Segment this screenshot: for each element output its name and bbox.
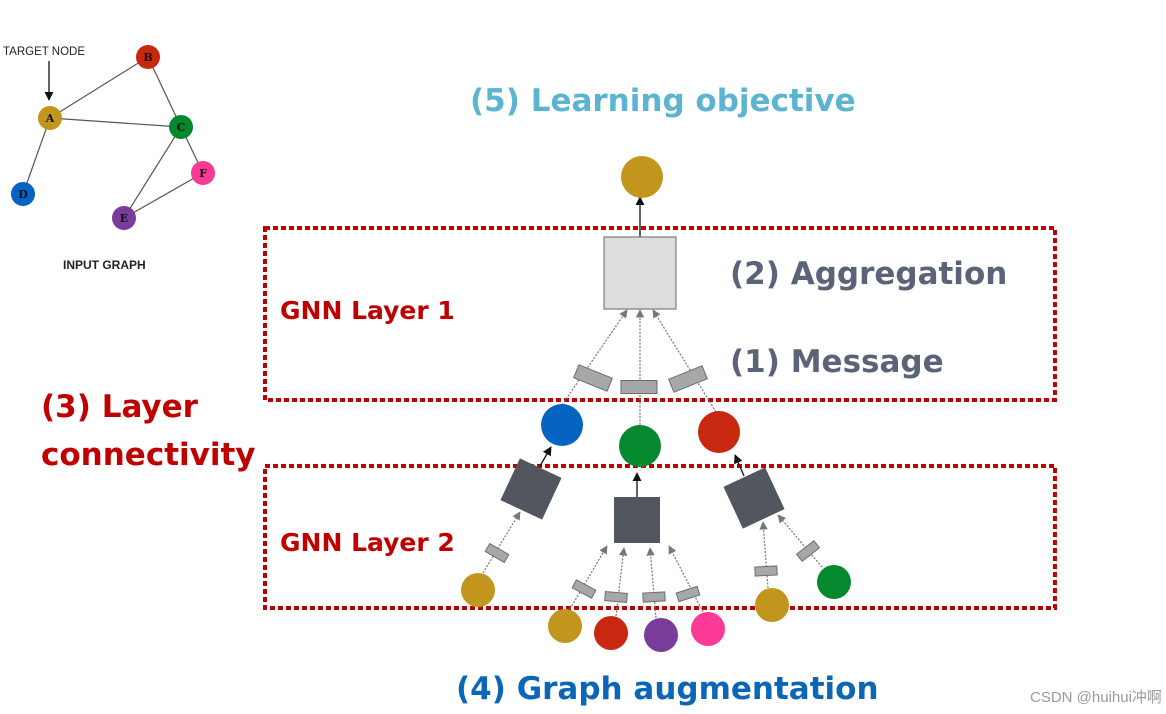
layer-connectivity-label-line1: (3) Layer xyxy=(41,389,198,425)
aggregator-layer-2-left xyxy=(500,458,562,520)
graph-node-label-D: D xyxy=(18,188,28,201)
tree-node-A xyxy=(548,609,582,643)
gnn-layer-2-label: GNN Layer 2 xyxy=(280,528,455,557)
message-box xyxy=(484,542,510,564)
aggregator-layer-1 xyxy=(603,236,677,310)
watermark: CSDN @huihui冲啊 xyxy=(1030,689,1162,706)
graph-augmentation-label: (4) Graph augmentation xyxy=(456,671,879,707)
graph-node-B xyxy=(136,45,160,69)
message-box xyxy=(754,565,778,577)
message-arrow xyxy=(482,511,521,574)
graph-node-label-C: C xyxy=(177,121,186,134)
graph-edge-B-C xyxy=(147,56,182,128)
graph-edge-A-D xyxy=(22,117,51,195)
tree-node-E xyxy=(644,618,678,652)
layer-connectivity-label-line2: connectivity xyxy=(41,437,256,473)
aggregator-layer-2-center xyxy=(614,497,660,543)
graph-edge-C-E xyxy=(123,126,182,219)
input-graph: A B C D E F xyxy=(11,45,215,230)
gnn-layer-2-box xyxy=(263,464,1057,610)
graph-node-E xyxy=(112,206,136,230)
tree-node-F xyxy=(691,612,725,646)
tree-node-A xyxy=(755,588,789,622)
message-box xyxy=(604,591,628,603)
message-arrow xyxy=(561,309,628,406)
message-box xyxy=(642,591,666,603)
tree-node-D xyxy=(541,404,583,446)
message-arrow xyxy=(777,514,823,568)
message-box xyxy=(795,539,821,563)
tree-node-A xyxy=(621,156,663,198)
message-box xyxy=(571,579,597,599)
message-arrow xyxy=(759,521,769,589)
message-label: (1) Message xyxy=(730,344,944,380)
tree-node-B xyxy=(594,616,628,650)
tree-node-B xyxy=(698,411,740,453)
target-node-label: TARGET NODE xyxy=(3,46,85,58)
aggregation-label: (2) Aggregation xyxy=(730,256,1008,292)
message-box xyxy=(620,380,658,394)
message-box xyxy=(573,364,613,392)
computation-tree xyxy=(461,156,851,652)
gnn-layer-1-box xyxy=(263,226,1057,402)
message-arrow xyxy=(569,545,608,610)
output-arrow xyxy=(734,454,745,477)
graph-node-F xyxy=(191,161,215,185)
gnn-layer-1-label: GNN Layer 1 xyxy=(280,296,455,325)
graph-edge-E-F xyxy=(123,172,204,219)
tree-node-C xyxy=(817,565,851,599)
input-graph-caption: INPUT GRAPH xyxy=(63,258,146,272)
graph-node-label-A: A xyxy=(45,112,55,125)
graph-node-label-B: B xyxy=(143,51,152,64)
message-box xyxy=(668,365,708,393)
tree-node-A xyxy=(461,573,495,607)
graph-node-label-F: F xyxy=(199,167,207,180)
learning-objective-label: (5) Learning objective xyxy=(470,83,856,119)
graph-edge-A-C xyxy=(49,117,182,128)
graph-node-D xyxy=(11,182,35,206)
output-arrow xyxy=(539,446,552,467)
message-arrow xyxy=(668,545,704,613)
message-arrow xyxy=(646,547,657,619)
message-arrow xyxy=(652,309,717,413)
graph-node-A xyxy=(38,106,62,130)
message-arrow xyxy=(615,547,628,617)
graph-edge-A-B xyxy=(49,56,149,119)
graph-node-C xyxy=(169,115,193,139)
graph-node-label-E: E xyxy=(120,212,128,225)
message-box xyxy=(675,585,701,603)
aggregator-layer-2-right xyxy=(723,467,785,529)
tree-node-C xyxy=(619,425,661,467)
